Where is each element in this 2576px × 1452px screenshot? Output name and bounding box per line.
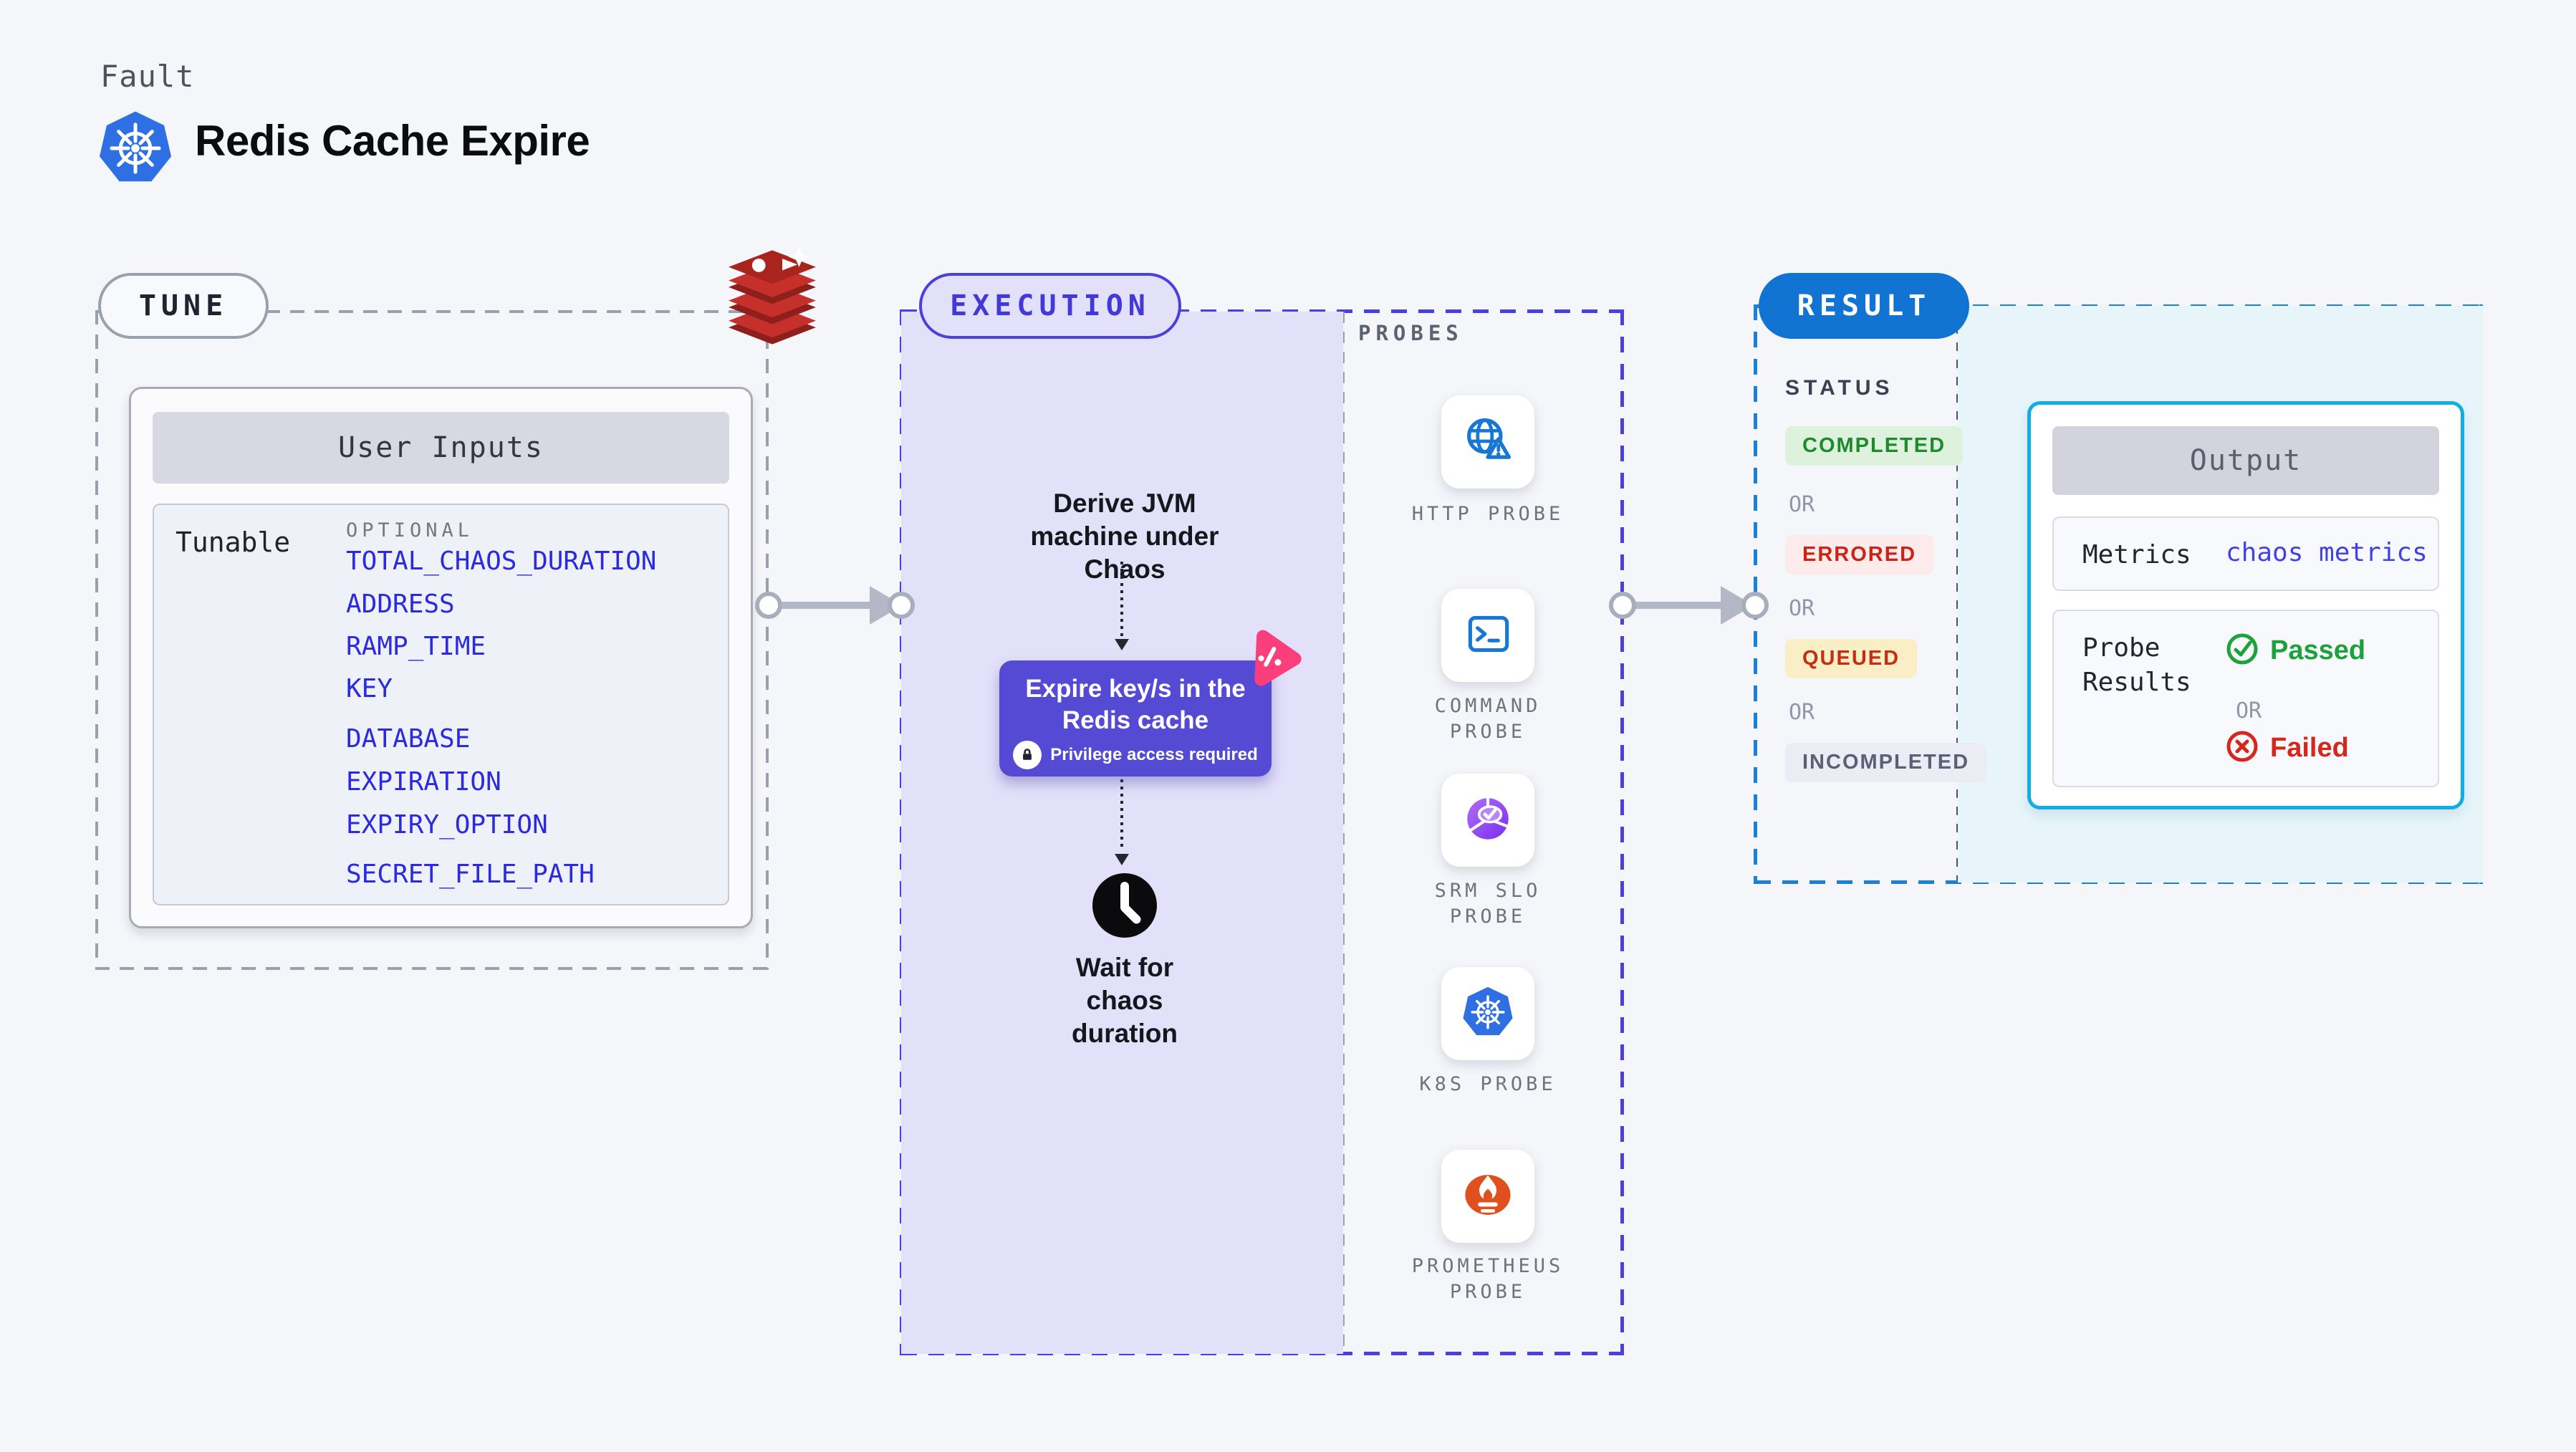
chaos-faults-icon [1238, 625, 1307, 697]
result-pill-label: RESULT [1797, 289, 1931, 322]
chaos-action-box[interactable]: Expire key/s in the Redis cache Privileg… [999, 660, 1272, 777]
tune-box-right-border [766, 310, 769, 970]
tunable-secret-file-path[interactable]: SECRET_FILE_PATH [346, 860, 595, 889]
redis-icon [719, 246, 826, 362]
page-title: Redis Cache Expire [195, 117, 590, 165]
tune-box-top-border [95, 310, 769, 313]
status-badge-errored: ERRORED [1785, 535, 1934, 574]
chaos-action-label: Expire key/s in the Redis cache [1025, 675, 1246, 734]
chaos-to-wait-connector [1120, 779, 1123, 851]
tunable-database[interactable]: DATABASE [346, 724, 471, 754]
optional-group-label: OPTIONAL [346, 519, 474, 542]
prometheus-probe-card[interactable] [1441, 1150, 1534, 1243]
status-badge-completed: COMPLETED [1785, 426, 1964, 466]
srm-slo-probe-card[interactable] [1441, 774, 1534, 867]
fault-kicker: Fault [100, 59, 195, 94]
execution-box-right-border [1620, 309, 1624, 1355]
metrics-label: Metrics [2082, 540, 2191, 569]
execution-out-node [1609, 592, 1636, 619]
status-or-2: OR [1789, 596, 1815, 621]
slo-pie-icon [1460, 791, 1516, 850]
http-probe-label: HTTP PROBE [1411, 503, 1565, 525]
user-inputs-header: User Inputs [153, 412, 729, 484]
output-header: Output [2052, 426, 2439, 495]
passed-row: Passed [2226, 633, 2365, 669]
tunables-box: Tunable OPTIONAL TOTAL_CHAOS_DURATION AD… [153, 504, 729, 905]
execution-to-result-arrow [1623, 602, 1723, 609]
command-probe-label: COMMAND PROBE [1434, 695, 1542, 743]
status-or-1: OR [1789, 492, 1815, 517]
derive-to-chaos-arrowhead [1115, 639, 1129, 650]
tune-pill: TUNE [98, 273, 269, 339]
tunable-ramp-time[interactable]: RAMP_TIME [346, 632, 486, 661]
status-or-3: OR [1789, 700, 1815, 725]
tunable-total-chaos-duration[interactable]: TOTAL_CHAOS_DURATION [346, 547, 657, 576]
failed-row: Failed [2226, 730, 2349, 766]
metrics-value-link[interactable]: chaos metrics [2226, 538, 2428, 567]
status-output-divider [1956, 308, 1959, 880]
status-badge-incompleted: INCOMPLETED [1785, 743, 1987, 782]
result-in-node [1741, 592, 1769, 619]
privilege-row: Privilege access required [999, 741, 1272, 769]
derive-step-label: Derive JVM machine under Chaos [1030, 489, 1219, 584]
k8s-probe-card[interactable] [1441, 967, 1534, 1060]
result-pill: RESULT [1759, 273, 1969, 339]
user-inputs-title: User Inputs [338, 431, 544, 464]
privilege-note: Privilege access required [1050, 745, 1258, 764]
execution-pill-label: EXECUTION [950, 289, 1150, 322]
output-card: Output Metrics chaos metrics Probe Resul… [2027, 401, 2464, 809]
passed-label: Passed [2270, 635, 2366, 665]
probes-column-label: PROBES [1358, 321, 1464, 345]
wait-step-label: Wait for chaos duration [1072, 953, 1178, 1048]
check-circle-icon [2226, 633, 2259, 669]
probes-divider [1342, 312, 1345, 1352]
user-inputs-card: User Inputs Tunable OPTIONAL TOTAL_CHAOS… [129, 387, 753, 928]
tunable-row-label: Tunable [176, 527, 291, 558]
lock-icon [1013, 741, 1042, 769]
output-title: Output [2189, 444, 2302, 477]
tune-connector-node [755, 592, 782, 619]
tunable-expiration[interactable]: EXPIRATION [346, 767, 501, 797]
clock-icon [1090, 871, 1159, 943]
srm-slo-probe-label: SRM SLO PROBE [1434, 880, 1542, 928]
tunable-address[interactable]: ADDRESS [346, 590, 455, 619]
execution-pill: EXECUTION [919, 273, 1181, 339]
probe-results-row: Probe Results Passed OR [2052, 610, 2439, 787]
command-probe-card[interactable] [1441, 589, 1534, 682]
terminal-icon [1460, 606, 1516, 665]
prometheus-icon [1459, 1166, 1517, 1227]
globe-alert-icon [1459, 412, 1517, 473]
probe-results-or: OR [2236, 698, 2262, 723]
kubernetes-icon [1459, 984, 1517, 1044]
failed-label: Failed [2270, 733, 2349, 763]
status-badge-queued: QUEUED [1785, 639, 1918, 678]
tune-box-bottom-border [95, 967, 769, 970]
x-circle-icon [2226, 730, 2259, 766]
chaos-to-wait-arrowhead [1115, 854, 1129, 865]
tune-pill-label: TUNE [138, 289, 229, 322]
kubernetes-icon [97, 109, 173, 191]
status-column-label: STATUS [1785, 376, 1894, 400]
tune-to-execution-arrow [769, 602, 872, 609]
derive-to-chaos-connector [1120, 562, 1123, 636]
tunable-expiry-option[interactable]: EXPIRY_OPTION [346, 810, 548, 840]
metrics-row: Metrics chaos metrics [2052, 516, 2439, 591]
http-probe-card[interactable] [1441, 395, 1534, 489]
probe-results-label: Probe Results [2082, 633, 2191, 697]
prometheus-probe-label: PROMETHEUS PROBE [1411, 1255, 1565, 1303]
tunable-key[interactable]: KEY [346, 674, 393, 703]
execution-box-top-border [901, 309, 1623, 313]
k8s-probe-label: K8S PROBE [1419, 1073, 1557, 1095]
execution-connector-node [888, 592, 915, 619]
tune-box-left-border [95, 310, 98, 970]
